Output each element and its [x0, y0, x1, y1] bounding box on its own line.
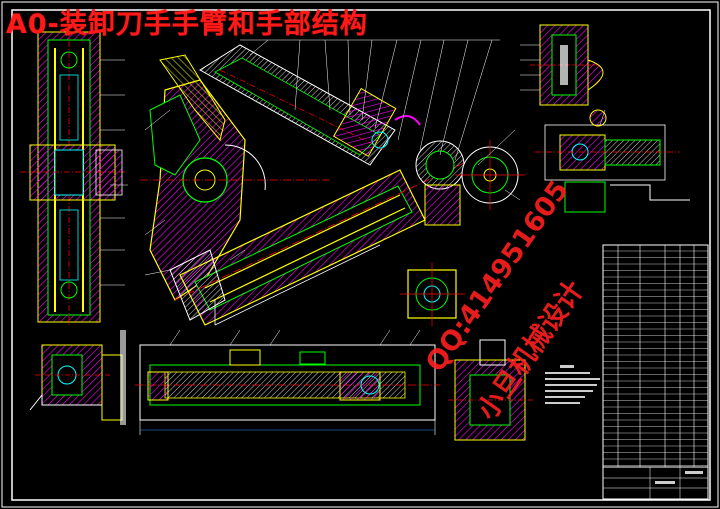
bottom-left-detail-view: [29, 330, 126, 425]
left-leader-lines: [100, 59, 128, 286]
parts-list-table: [602, 244, 709, 468]
left-vertical-section-view: [20, 30, 125, 325]
central-arm-assembly: [140, 44, 525, 326]
bottom-leader-lines: [169, 329, 421, 346]
top-right-section-view: [520, 24, 604, 106]
bottom-long-cylinder-view: [135, 344, 440, 435]
technical-notes-block: [545, 365, 600, 404]
right-bottom-detail-view: [448, 339, 535, 441]
square-detail-view: [400, 262, 465, 326]
central-leader-lines: [144, 39, 521, 276]
right-middle-section-view: [535, 109, 690, 213]
title-block: [602, 466, 709, 500]
drawing-title: A0-装卸刀手手臂和手部结构: [6, 9, 368, 40]
